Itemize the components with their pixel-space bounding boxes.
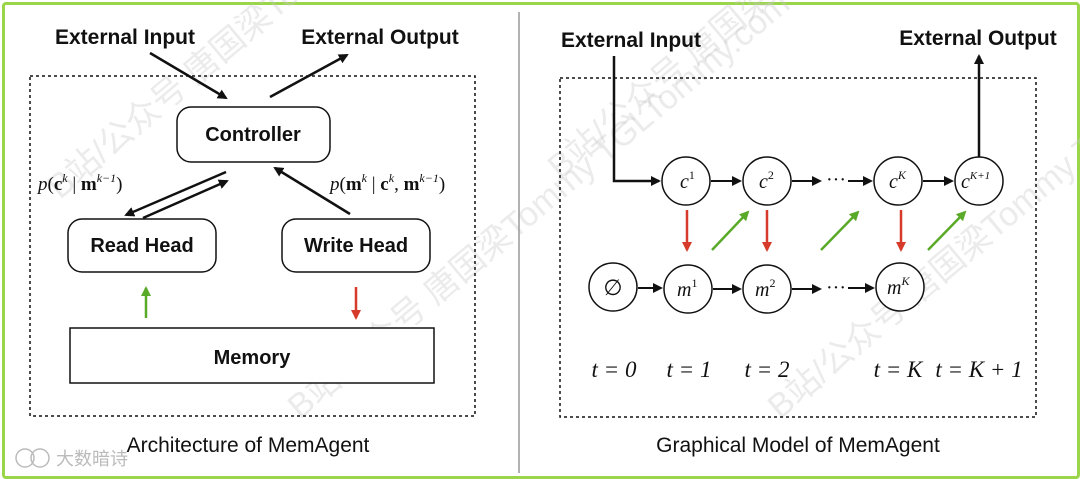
read-head-box [67, 218, 217, 273]
mK-to-cK1-green-arrow [927, 210, 967, 251]
memory-label: Memory [214, 347, 292, 369]
time-label-0: t = 0 [592, 357, 637, 382]
cK1-node [954, 156, 1004, 206]
c1-node [661, 156, 711, 206]
time-step-labels: t = 0 t = 1 t = 2 t = K t = K + 1 [592, 357, 1023, 382]
write-head-label: Write Head [304, 235, 408, 257]
empty-memory-symbol: ∅ [603, 275, 622, 300]
left-panel: External Input External Output Controlle… [29, 26, 476, 457]
memory-box [69, 327, 435, 384]
right-external-output-label: External Output [899, 27, 1057, 50]
left-dashed-boundary [29, 75, 476, 417]
right-caption: Graphical Model of MemAgent [656, 434, 940, 457]
write-head-to-controller-arrow [273, 166, 351, 216]
right-panel: External Input External Output c1 c2 cK … [559, 27, 1057, 457]
time-label-K: t = K [874, 357, 924, 382]
cK-node [873, 156, 923, 206]
write-head-box [281, 218, 431, 273]
memory-state-nodes: ∅ m1 m2 mK [588, 262, 925, 314]
controller-state-nodes: c1 c2 cK cK+1 [661, 156, 1004, 206]
badge-text: 大数暗诗 [56, 449, 128, 469]
read-head-label: Read Head [90, 235, 193, 257]
read-probability-annotation: p(ck | mk−1) [36, 171, 123, 195]
m-to-cK-green-arrow [820, 210, 860, 251]
input-to-controller-arrow [149, 51, 228, 100]
left-caption: Architecture of MemAgent [127, 434, 370, 457]
c-chain-ellipsis: ··· [826, 169, 846, 191]
right-external-input-label: External Input [561, 29, 701, 52]
m2-node [742, 264, 792, 314]
badge-icon [15, 448, 35, 468]
m1-to-c2-green-arrow [711, 210, 750, 251]
right-dashed-boundary [559, 77, 1037, 418]
write-probability-annotation: p(mk | ck, mk−1) [328, 171, 445, 195]
watermark-badge: 大数暗诗 [15, 448, 128, 469]
time-label-1: t = 1 [667, 357, 712, 382]
read-head-to-controller-arrow [142, 179, 229, 220]
mK-node [875, 262, 925, 312]
time-label-2: t = 2 [745, 357, 790, 382]
c2-node [742, 156, 792, 206]
controller-label: Controller [205, 124, 301, 146]
external-input-to-c1-arrow [612, 56, 661, 186]
controller-to-output-arrow [269, 53, 349, 99]
time-label-K1: t = K + 1 [935, 357, 1022, 382]
controller-to-read-head-arrow [124, 170, 227, 217]
left-external-input-label: External Input [55, 26, 195, 49]
m-chain-ellipsis: ··· [826, 277, 846, 299]
left-external-output-label: External Output [301, 26, 459, 49]
badge-icon [30, 448, 50, 468]
m0-node [588, 262, 638, 312]
m1-node [663, 264, 713, 314]
controller-box [176, 106, 331, 163]
